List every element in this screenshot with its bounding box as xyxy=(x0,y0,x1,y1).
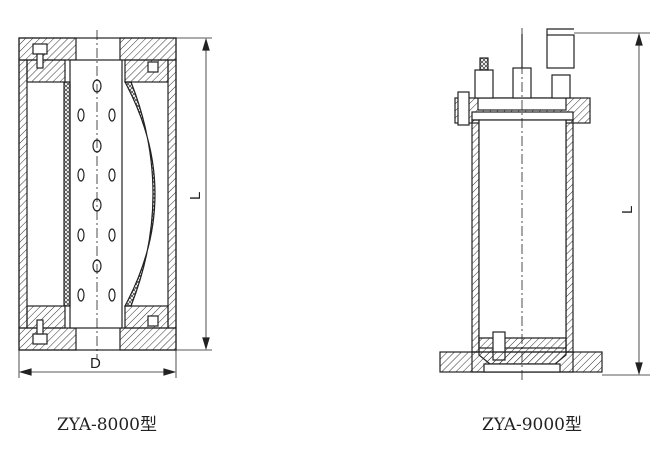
valve-fitting xyxy=(474,69,494,99)
cylinder xyxy=(478,119,567,349)
diameter-label: D xyxy=(90,355,101,372)
caption-zya-9000: ZYA-9000型 xyxy=(482,415,582,435)
caption-zya-8000: ZYA-8000型 xyxy=(57,415,157,435)
length-label-left: L xyxy=(187,192,204,200)
zya-8000-drawing xyxy=(18,30,212,378)
bladder xyxy=(123,81,156,307)
length-label-right: L xyxy=(619,206,636,214)
zya-9000-drawing xyxy=(439,28,650,380)
gauge-fitting xyxy=(551,74,571,99)
perforated-tube xyxy=(69,59,123,329)
